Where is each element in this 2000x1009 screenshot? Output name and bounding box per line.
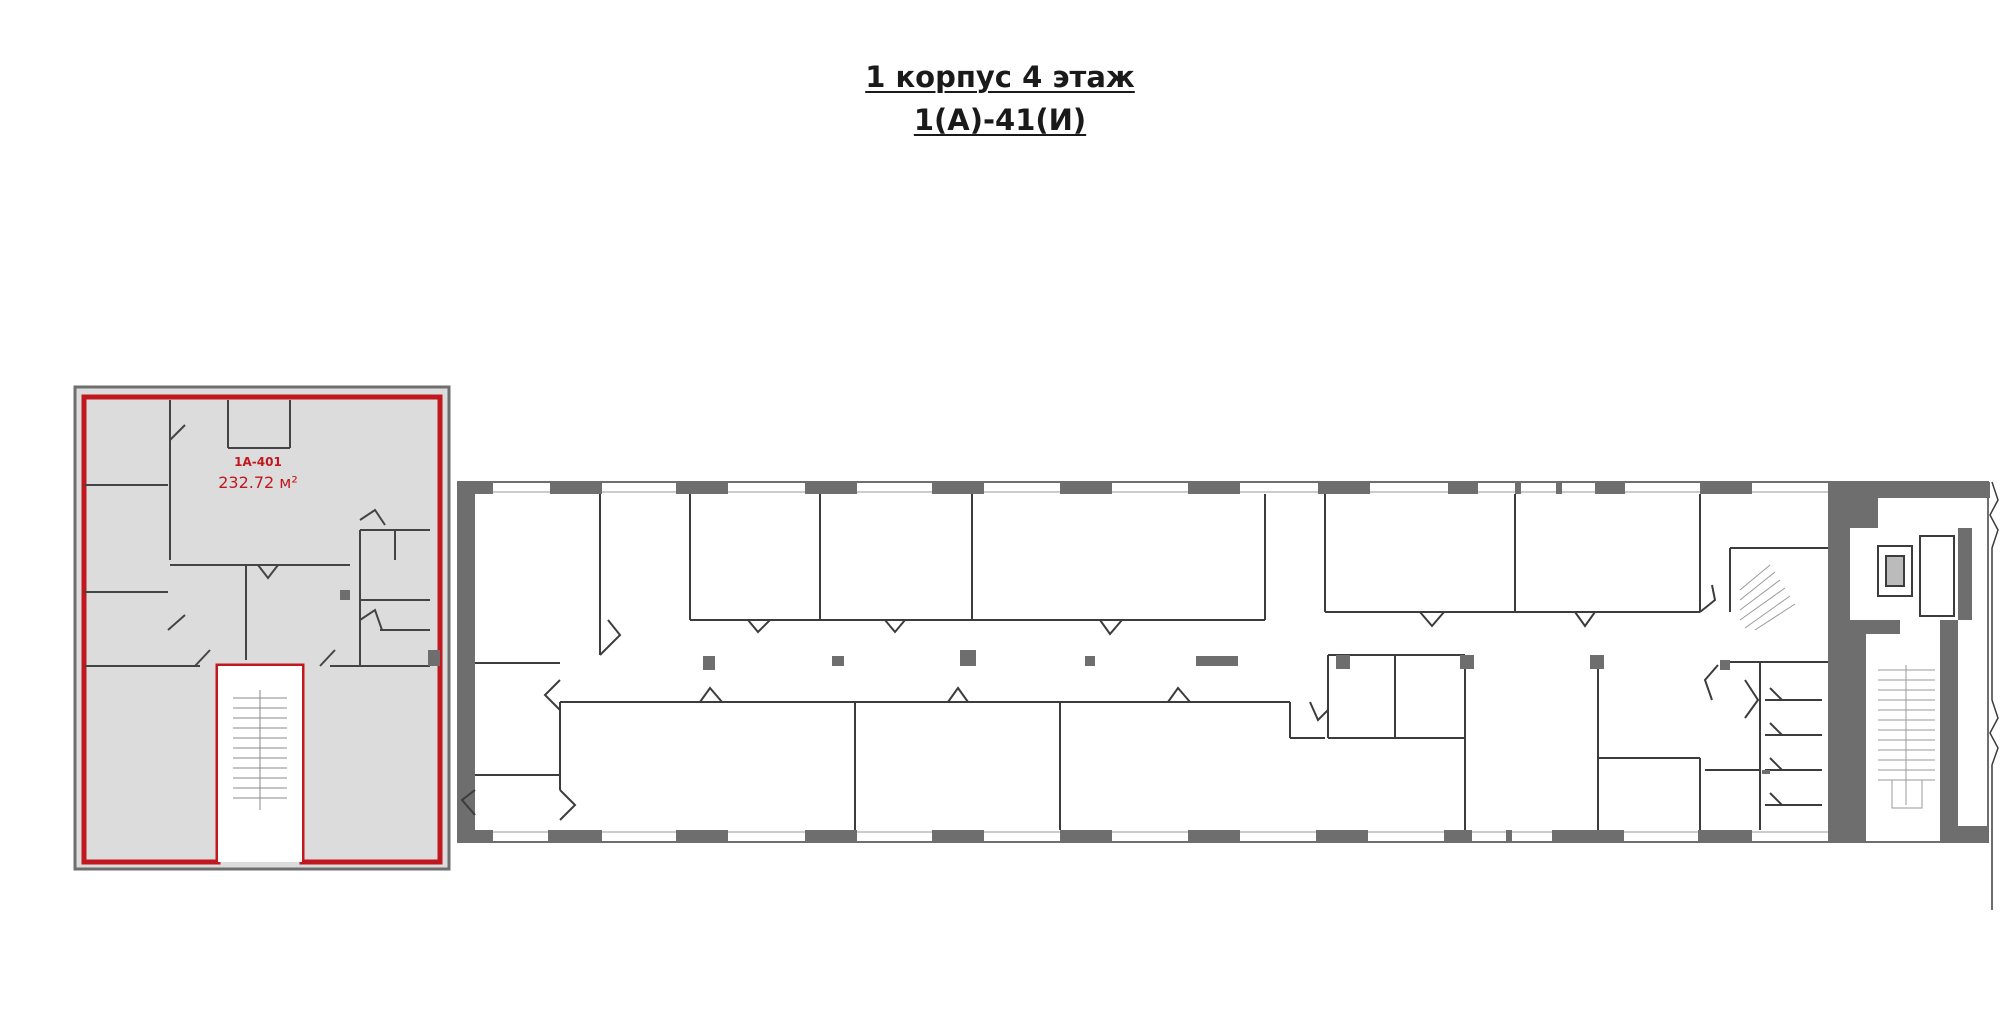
break-line [1989, 481, 1999, 910]
unit-area-label: 232.72 м² [218, 473, 298, 492]
stair-steps [233, 690, 287, 810]
columns [703, 650, 1770, 774]
unit-code-label: 1А-401 [234, 455, 282, 469]
wall-piers-top [475, 482, 1752, 494]
unit-partitions [84, 400, 430, 667]
plan-title: 1 корпус 4 этаж [865, 60, 1135, 94]
column [428, 650, 440, 666]
stair-steps-right [1878, 665, 1935, 809]
plan-subtitle: 1(А)-41(И) [913, 103, 1087, 137]
unit-1a-401[interactable]: 1А-401 232.72 м² [73, 385, 451, 871]
elevator-shafts [1877, 535, 1955, 617]
column [340, 590, 350, 600]
main-building [457, 481, 1999, 910]
wall-piers-bottom [475, 830, 1752, 842]
stair-steps-small [1739, 564, 1796, 631]
core-walls [1828, 482, 1990, 842]
interior-partitions [460, 494, 1849, 830]
